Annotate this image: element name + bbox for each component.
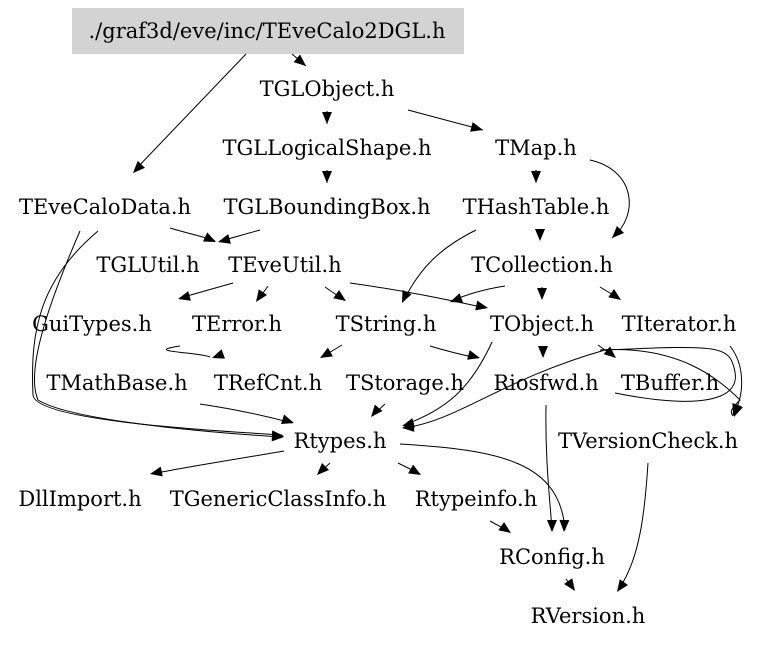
arrowhead-TError-to-TMathBase bbox=[212, 349, 225, 359]
arrowhead-Rtypes-to-DllImport bbox=[150, 466, 163, 477]
edge-TVersionCheck-to-RVersion bbox=[617, 462, 649, 591]
node-Rtypes[interactable]: Rtypes.h bbox=[294, 429, 387, 453]
edge-TGLObject-to-TMap bbox=[407, 109, 484, 131]
edge-TObject-to-TVersionCheck bbox=[599, 349, 741, 417]
node-root[interactable]: ./graf3d/eve/inc/TEveCalo2DGL.h bbox=[89, 19, 446, 43]
node-TGLLogicalShape[interactable]: TGLLogicalShape.h bbox=[223, 136, 432, 160]
arrowhead-THashTable-to-TCollection bbox=[535, 229, 545, 241]
edge-TEveCaloData-to-Rtypes bbox=[34, 230, 283, 438]
arrowhead-TVersionCheck-to-RVersion bbox=[617, 579, 628, 592]
node-TMap[interactable]: TMap.h bbox=[495, 136, 577, 160]
node-TStorage[interactable]: TStorage.h bbox=[346, 371, 464, 395]
edge-TGLUtil-to-Rtypes bbox=[32, 230, 283, 436]
node-DllImport[interactable]: DllImport.h bbox=[18, 487, 141, 511]
arrowhead-TEveCaloData-to-TEveUtil bbox=[203, 232, 216, 242]
node-TEveUtil[interactable]: TEveUtil.h bbox=[228, 253, 341, 277]
edge-root-to-TEveCaloData bbox=[134, 53, 247, 171]
arrowhead-TEveUtil-to-TObject bbox=[475, 300, 488, 311]
edge-TBuffer-to-Rtypes bbox=[403, 346, 736, 429]
arrowhead-TStorage-to-Rtypes bbox=[371, 404, 383, 417]
edge-THashTable-to-TString bbox=[403, 229, 477, 301]
edge-Rtypes-to-DllImport bbox=[151, 450, 285, 475]
node-TRefCnt[interactable]: TRefCnt.h bbox=[214, 371, 322, 395]
node-TCollection[interactable]: TCollection.h bbox=[471, 253, 613, 277]
arrowhead-TGLBoundingBox-to-TEveUtil bbox=[218, 234, 231, 244]
node-TGenericClassInfo[interactable]: TGenericClassInfo.h bbox=[170, 487, 387, 511]
nodes-layer: ./graf3d/eve/inc/TEveCalo2DGL.hTGLObject… bbox=[18, 19, 738, 628]
node-RConfig[interactable]: RConfig.h bbox=[499, 545, 605, 569]
edge-TMathBase-to-Rtypes bbox=[199, 403, 293, 424]
arrowhead-TObject-to-Riosfwd bbox=[538, 346, 548, 358]
node-TIterator[interactable]: TIterator.h bbox=[622, 312, 737, 336]
node-TError[interactable]: TError.h bbox=[192, 312, 282, 336]
arrowhead-TMathBase-to-Rtypes bbox=[281, 414, 294, 425]
node-TEveCaloData[interactable]: TEveCaloData.h bbox=[19, 195, 191, 219]
arrowhead-Rtypeinfo-to-RConfig bbox=[498, 522, 511, 533]
node-TGLObject[interactable]: TGLObject.h bbox=[260, 77, 395, 101]
arrowhead-root-to-TEveCaloData bbox=[133, 160, 145, 173]
arrowhead-TCollection-to-TObject bbox=[537, 288, 547, 300]
edge-TObject-to-Rtypes bbox=[403, 341, 493, 426]
node-TBuffer[interactable]: TBuffer.h bbox=[621, 371, 719, 395]
arrowhead-TEveUtil-to-TString bbox=[333, 290, 346, 301]
edge-Riosfwd-to-RConfig bbox=[545, 404, 553, 531]
node-TGLUtil[interactable]: TGLUtil.h bbox=[96, 253, 199, 277]
arrowhead-RConfig-to-RVersion bbox=[564, 578, 575, 591]
arrowhead-THashTable-to-TString bbox=[402, 290, 412, 303]
node-THashTable[interactable]: THashTable.h bbox=[463, 195, 610, 219]
node-RVersion[interactable]: RVersion.h bbox=[531, 604, 646, 628]
arrowhead-TObject-to-TBuffer bbox=[603, 346, 616, 358]
root-node-box[interactable] bbox=[72, 8, 464, 54]
arrowhead-TEveUtil-to-GuiTypes bbox=[178, 291, 191, 301]
arrowhead-TGLUtil-to-Rtypes bbox=[271, 430, 284, 441]
arrowhead-TEveUtil-to-TError bbox=[256, 289, 267, 302]
edge-TEveUtil-to-TObject bbox=[349, 282, 487, 309]
arrowhead-TBuffer-to-Rtypes bbox=[402, 421, 415, 432]
node-GuiTypes[interactable]: GuiTypes.h bbox=[32, 312, 152, 336]
arrowhead-TString-to-Riosfwd bbox=[467, 350, 480, 360]
arrowhead-Riosfwd-to-RConfig bbox=[547, 520, 557, 532]
edges-layer bbox=[32, 53, 743, 592]
arrowhead-Rtypes-to-RConfig bbox=[559, 519, 570, 532]
node-TGLBoundingBox[interactable]: TGLBoundingBox.h bbox=[223, 195, 430, 219]
node-TObject[interactable]: TObject.h bbox=[490, 312, 594, 336]
arrowhead-TString-to-TRefCnt bbox=[320, 347, 333, 358]
node-Riosfwd[interactable]: Riosfwd.h bbox=[493, 371, 598, 395]
node-TString[interactable]: TString.h bbox=[336, 312, 437, 336]
arrowhead-TGLObject-to-TGLLogicalShape bbox=[322, 112, 332, 124]
arrowhead-TGLObject-to-TMap bbox=[470, 122, 483, 132]
arrowhead-root-to-TGLObject bbox=[293, 54, 306, 66]
edge-Rtypes-to-RConfig bbox=[399, 443, 566, 531]
arrowhead-TMap-to-THashTable bbox=[531, 171, 541, 183]
arrowhead-TMap-to-TCollection bbox=[612, 225, 625, 238]
arrowhead-TCollection-to-TIterator bbox=[608, 289, 621, 300]
node-TVersionCheck[interactable]: TVersionCheck.h bbox=[558, 429, 738, 453]
node-Rtypeinfo[interactable]: Rtypeinfo.h bbox=[415, 487, 537, 511]
arrowhead-TIterator-to-TVersionCheck bbox=[732, 403, 742, 416]
node-TMathBase[interactable]: TMathBase.h bbox=[46, 371, 187, 395]
arrowhead-Rtypes-to-Rtypeinfo bbox=[408, 464, 421, 475]
edge-TError-to-TMathBase bbox=[166, 345, 211, 358]
arrowhead-TCollection-to-TString bbox=[450, 293, 463, 303]
arrowhead-Rtypes-to-TGenericClassInfo bbox=[317, 462, 330, 475]
arrowhead-TGLLogicalShape-to-TGLBoundingBox bbox=[322, 171, 332, 183]
